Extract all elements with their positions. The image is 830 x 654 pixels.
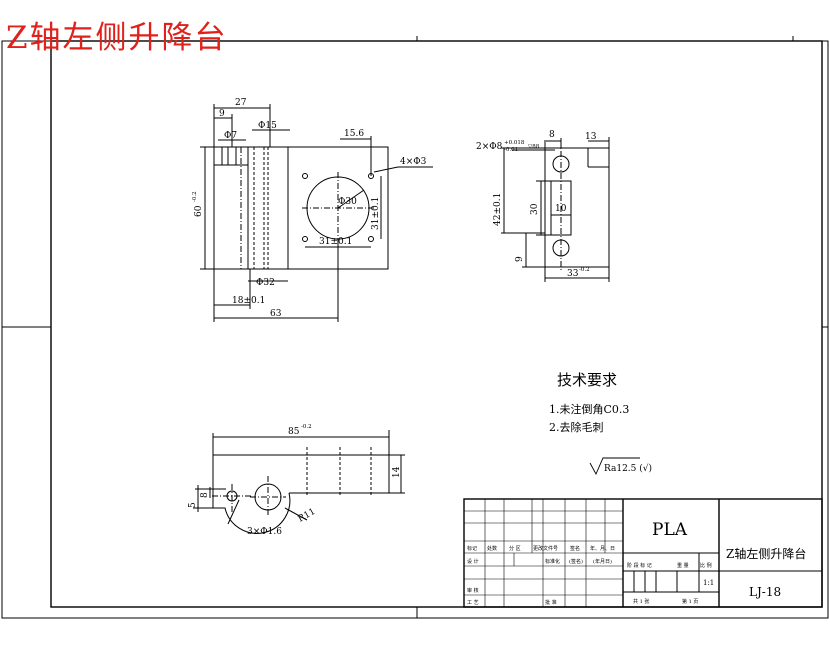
tb-chushu: 处数 — [487, 545, 497, 552]
dim-span-h: 31±0.1 — [319, 237, 352, 247]
inner-border — [50, 40, 823, 608]
mount-hole — [302, 173, 308, 179]
dim-bottom-tol: -0.2 — [579, 267, 590, 273]
dim-span-v: 31±0.1 — [371, 197, 381, 230]
dim-top-length-tol: -0.2 — [301, 424, 312, 430]
dim-top-holes: 3×Φ1.6 — [247, 527, 282, 537]
front-view-labels: 27 9 Φ7 Φ15 15.6 4×Φ3 Φ30 60 -0.2 31±0.1… — [192, 98, 427, 319]
dim-height-tol: -0.2 — [192, 191, 198, 202]
zone-marks — [2, 36, 828, 618]
side-view-labels: 8 13 2×Φ8 +0.018 -0.01 ▽88 42±0.1 30 10 … — [476, 130, 597, 279]
tech-item-1: 1.未注倒角C0.3 — [549, 402, 629, 416]
dim-hole-callout: 2×Φ8 — [476, 142, 503, 152]
mount-hole — [368, 236, 374, 242]
dim-side-width-top: 8 — [549, 130, 555, 140]
dim-depth-mark: ▽88 — [528, 144, 540, 150]
tb-wenjian: 更改文件号 — [533, 545, 558, 552]
dim-offset: 18±0.1 — [232, 296, 265, 306]
tb-qm2: (签名) — [569, 558, 583, 565]
dim-slot-height: 30 — [530, 203, 540, 215]
tb-riqi: 年、月、日 — [590, 545, 615, 552]
tb-zhongliang: 重 量 — [677, 562, 689, 569]
dim-top-left-b: 8 — [200, 492, 210, 498]
tb-sheet-num: 第 1 页 — [682, 598, 698, 605]
dim-hole-tol-upper: +0.018 — [504, 140, 525, 146]
material: PLA — [652, 520, 688, 540]
dim-holes: 4×Φ3 — [400, 157, 427, 167]
dim-top-total: 27 — [235, 98, 247, 108]
tb-sheji: 设 计 — [467, 558, 479, 565]
dim-top-radius: R11 — [297, 507, 318, 525]
dim-phi-small: Φ7 — [224, 131, 237, 141]
title-block — [463, 498, 823, 608]
dim-hole-tol-lower: -0.01 — [504, 147, 518, 153]
dim-phi-bottom: Φ32 — [256, 278, 275, 288]
scale: 1:1 — [703, 579, 714, 587]
side-view — [501, 137, 610, 282]
title-block-text: PLA Z轴左侧升降台 LJ-18 1:1 标记 处数 分 区 更改文件号 签名… — [467, 520, 806, 606]
dim-height: 60 — [194, 205, 204, 217]
roughness-value: Ra12.5 (√) — [604, 463, 652, 474]
tb-fenqu: 分 区 — [509, 545, 521, 552]
dim-side-right-top: 13 — [585, 132, 597, 142]
tb-biaozhunhua: 标准化 — [545, 558, 560, 565]
dim-side-height: 42±0.1 — [493, 193, 503, 226]
header-title: Z轴左侧升降台 — [6, 20, 228, 56]
top-view — [193, 430, 405, 534]
dim-phi-mid: Φ15 — [258, 121, 277, 131]
front-body-outline — [213, 146, 389, 270]
mount-hole — [302, 236, 308, 242]
dim-top-left-a: 5 — [188, 502, 198, 508]
tb-gongyi: 工 艺 — [467, 600, 479, 606]
drawing-no: LJ-18 — [749, 585, 781, 599]
dim-top-length: 85 — [288, 427, 300, 437]
tb-shenhe: 审 核 — [467, 587, 479, 594]
tb-qianming: 签名 — [570, 545, 580, 552]
tb-biaoji: 标记 — [467, 545, 477, 552]
dim-hole-offset: 15.6 — [344, 129, 364, 139]
side-body-outline — [544, 147, 610, 268]
tb-bili: 比 例 — [700, 562, 712, 569]
tb-nyr: (年月日) — [593, 558, 612, 565]
tb-pizhun: 批 准 — [545, 599, 557, 606]
tech-item-2: 2.去除毛刺 — [549, 420, 604, 434]
dim-bottom-offset: 9 — [515, 256, 525, 262]
outer-border — [1, 40, 829, 619]
front-view — [200, 104, 433, 322]
part-name: Z轴左侧升降台 — [726, 546, 806, 561]
dim-width: 63 — [270, 309, 282, 319]
dim-bottom-width: 33 — [567, 269, 579, 279]
tb-jieduan: 阶 段 标 记 — [627, 562, 652, 569]
top-view-labels: 85 -0.2 14 5 8 R11 3×Φ1.6 — [188, 424, 402, 537]
dim-top-height: 14 — [392, 466, 402, 478]
tech-heading: 技术要求 — [557, 371, 617, 389]
roughness-symbol — [589, 457, 640, 476]
dim-phi-circle: Φ30 — [338, 197, 357, 207]
dim-top-left: 9 — [219, 109, 225, 119]
tb-sheets-total: 共 1 张 — [633, 598, 649, 605]
tech-requirements: 技术要求 1.未注倒角C0.3 2.去除毛刺 Ra12.5 (√) — [549, 371, 652, 476]
dim-slot-width: 10 — [555, 204, 567, 214]
